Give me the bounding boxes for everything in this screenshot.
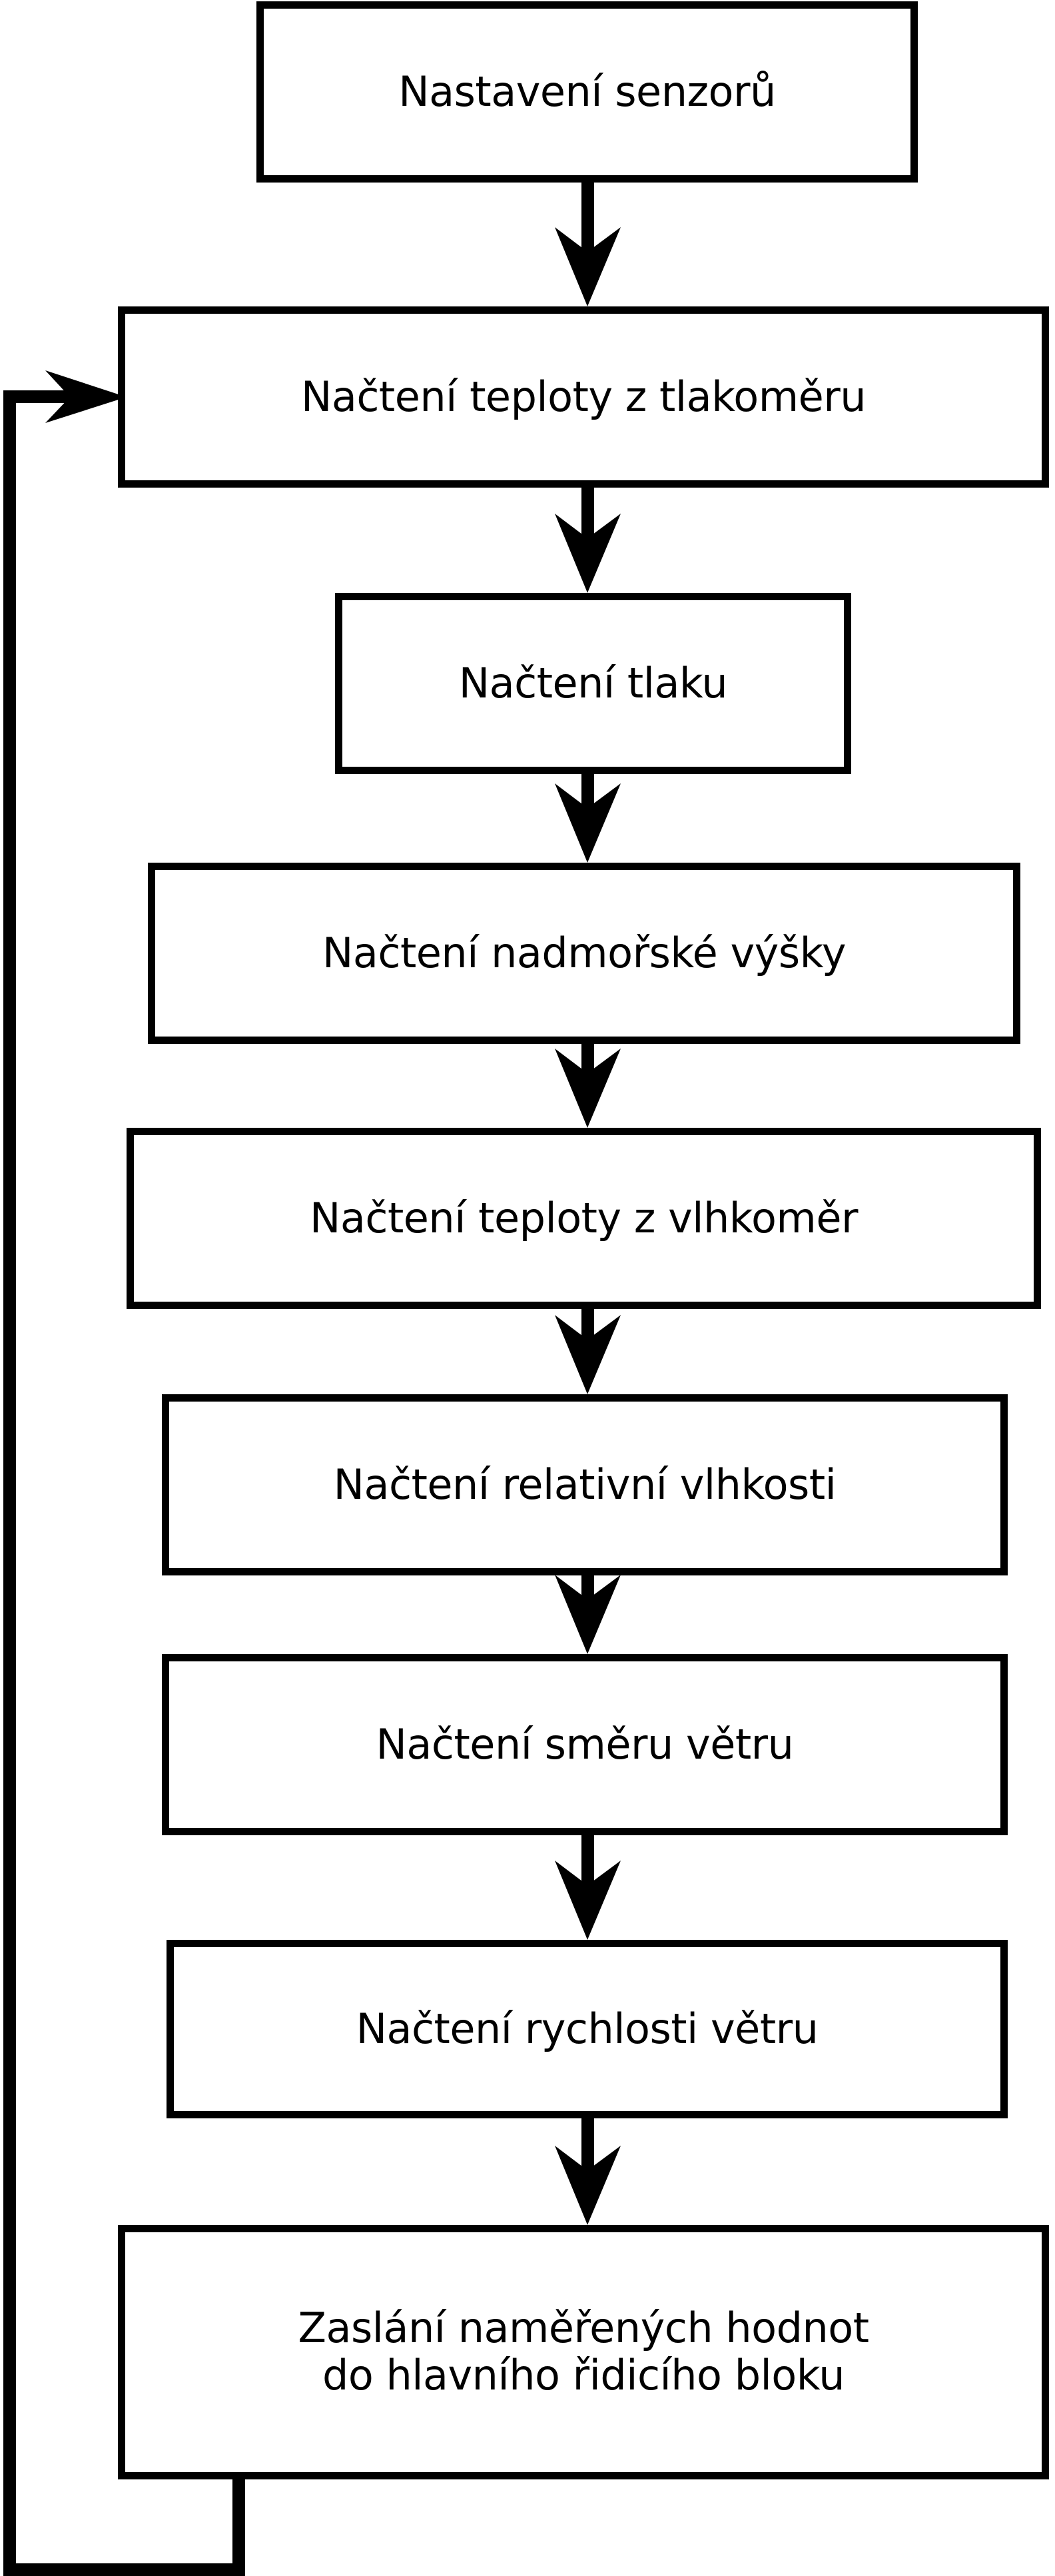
node-label: Načtení rychlosti větru [356,2004,819,2053]
node-label: Načtení směru větru [376,1719,794,1769]
node-nacteni-smeru-vetru[interactable]: Načtení směru větru [162,1654,1008,1835]
node-label: Načtení nadmořské výšky [322,928,847,977]
node-nastaveni-senzoru[interactable]: Nastavení senzorů [256,1,918,183]
node-nacteni-rychlosti-vetru[interactable]: Načtení rychlosti větru [167,1940,1008,2118]
node-nacteni-nadmorske-vysky[interactable]: Načtení nadmořské výšky [148,863,1020,1044]
node-nacteni-teploty-z-vlhkomer[interactable]: Načtení teploty z vlhkoměr [127,1128,1041,1309]
node-label: Nastavení senzorů [398,67,776,116]
node-label: Zaslání naměřených hodnot do hlavního ři… [298,2304,869,2399]
node-label: Načtení teploty z vlhkoměr [310,1193,858,1242]
connector-read-altitude-to-read-temp-hygro [555,1044,621,1128]
connector-read-temp-hygro-to-read-humidity [555,1309,621,1394]
node-zaslani-namerenych-hodnot[interactable]: Zaslání naměřených hodnot do hlavního ři… [118,2225,1049,2479]
connector-read-pressure-to-read-altitude [555,774,621,863]
connector-read-wind-dir-to-read-wind-speed [555,1835,621,1940]
connector-read-humidity-to-read-wind-dir [555,1575,621,1654]
connector-read-temp-baro-to-read-pressure [555,488,621,593]
node-label: Načtení teploty z tlakoměru [300,372,867,421]
node-nacteni-relativni-vlhkosti[interactable]: Načtení relativní vlhkosti [162,1394,1008,1575]
connector-loop-back-to-read-temp-baro [3,370,245,2576]
connector-read-wind-speed-to-send-values [555,2118,621,2225]
node-nacteni-teploty-z-tlakomeru[interactable]: Načtení teploty z tlakoměru [118,306,1049,488]
node-label: Načtení relativní vlhkosti [333,1460,837,1509]
node-nacteni-tlaku[interactable]: Načtení tlaku [335,593,851,774]
connector-setup-to-read-temp-baro [555,183,621,306]
node-label: Načtení tlaku [458,658,728,707]
